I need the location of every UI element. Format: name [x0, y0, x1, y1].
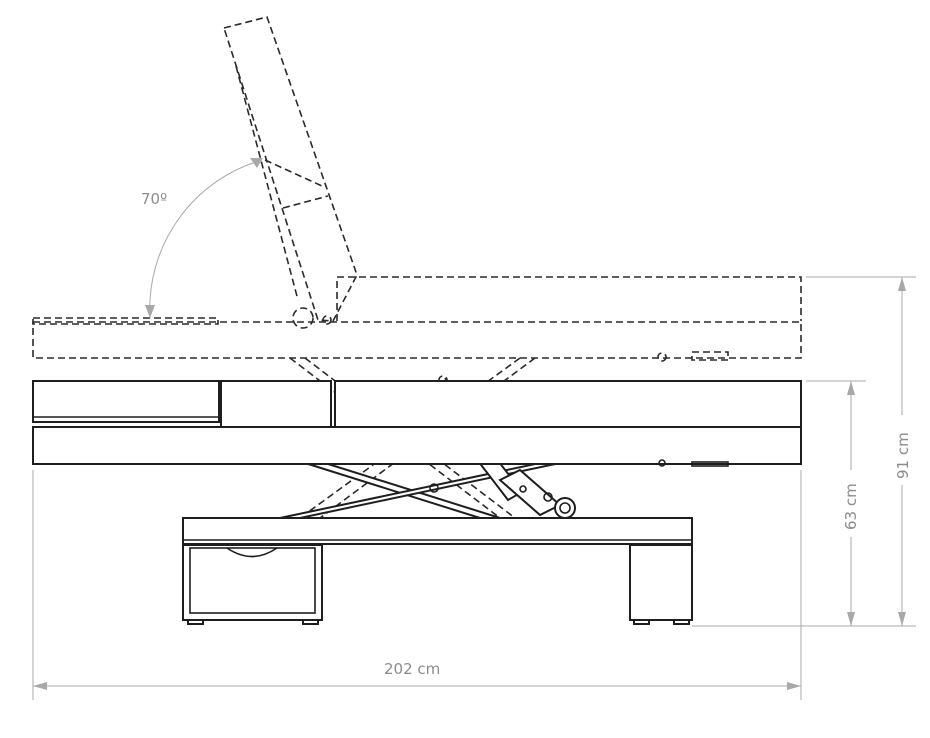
base: [182, 517, 693, 625]
drawer: [182, 544, 323, 621]
lowered-tabletop: [32, 380, 802, 467]
tabletop-frame: [32, 426, 802, 465]
raised-backrest: [222, 16, 358, 322]
body-cushion: [334, 380, 802, 428]
angle-label: 70º: [141, 190, 167, 208]
raised-position-outline: [32, 16, 802, 362]
raised-head-section: [32, 317, 219, 325]
angle-dimension: 70º: [141, 158, 263, 319]
length-dimension: 202 cm: [32, 470, 802, 700]
raised-top-cushion: [336, 276, 802, 321]
raised-frame: [32, 321, 802, 359]
upper-height-dimension: 91 cm: [806, 276, 916, 627]
lower-height-label: 63 cm: [842, 483, 860, 530]
upper-height-label: 91 cm: [894, 432, 912, 479]
length-label: 202 cm: [384, 660, 440, 678]
base-leg: [629, 544, 693, 621]
lower-height-dimension: 63 cm: [692, 380, 866, 627]
middle-cushion: [220, 380, 332, 428]
head-cushion: [32, 380, 220, 423]
